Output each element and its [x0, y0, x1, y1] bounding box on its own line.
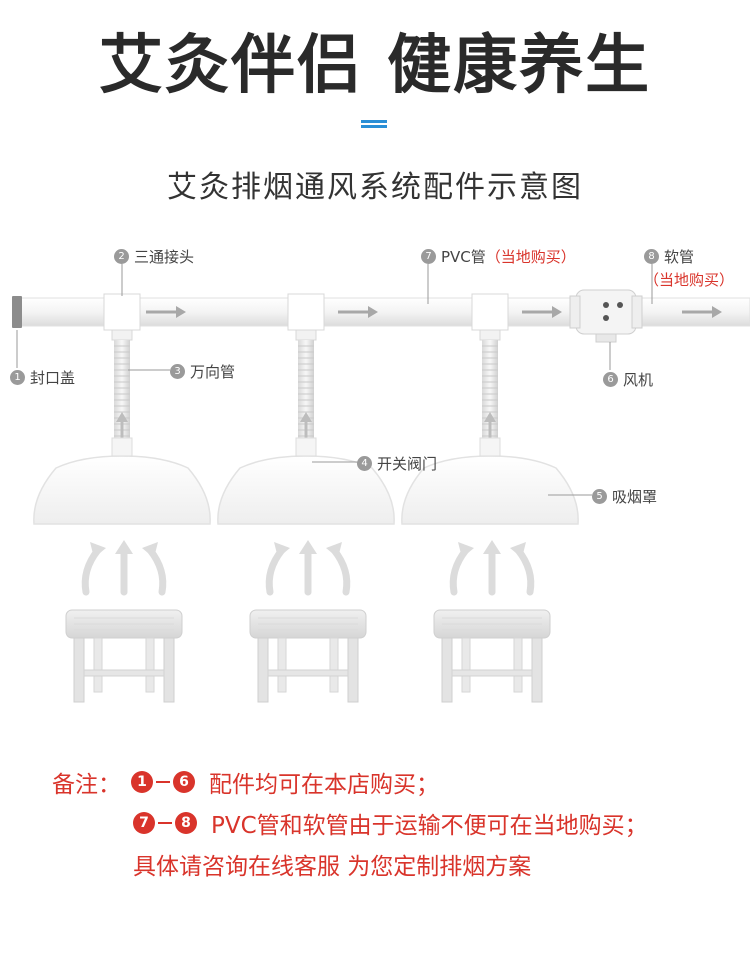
label-fan: 6 风机: [603, 369, 653, 390]
note-line-2: 7 8 PVC管和软管由于运输不便可在当地购买；: [133, 806, 648, 840]
note-prefix: 备注：: [52, 772, 121, 798]
tee-joint: [287, 293, 325, 341]
note-line-1: 备注： 1 6 配件均可在本店购买；: [52, 765, 439, 799]
smoke-hood: [33, 437, 211, 525]
diagram-title: 艾灸排烟通风系统配件示意图: [167, 170, 583, 205]
label-flex-hose: 3 万向管: [170, 361, 235, 382]
label-text: 封口盖: [30, 369, 76, 387]
number-badge: 7: [421, 249, 436, 264]
label-text: 软管: [664, 248, 695, 266]
label-pvc-pipe: 7 PVC管 （当地购买）: [421, 246, 576, 267]
label-text: 开关阀门: [377, 455, 438, 473]
label-text: 吸烟罩: [612, 488, 658, 506]
label-text: 风机: [623, 371, 654, 389]
number-badge: 6: [603, 372, 618, 387]
end-cap: [12, 296, 22, 328]
number-badge: 3: [170, 364, 185, 379]
stool: [66, 540, 182, 702]
smoke-hood: [401, 437, 579, 525]
title-divider: [361, 120, 387, 128]
number-badge: 4: [357, 456, 372, 471]
label-smoke-hood: 5 吸烟罩: [592, 486, 657, 507]
note-line-3: 具体请咨询在线客服 为您定制排烟方案: [133, 854, 532, 880]
note-number-badge: 8: [175, 812, 197, 834]
label-text: 万向管: [190, 363, 236, 381]
main-title: 艾灸伴侣 健康养生: [98, 29, 652, 103]
label-end-cap: 1 封口盖: [10, 367, 75, 388]
label-note: （当地购买）: [485, 248, 576, 266]
tee-joint: [103, 293, 141, 341]
tee-joint: [471, 293, 509, 341]
label-valve: 4 开关阀门: [357, 453, 437, 474]
fan-unit: [569, 289, 643, 343]
note-number-badge: 7: [133, 812, 155, 834]
number-badge: 1: [10, 370, 25, 385]
note-text: 配件均可在本店购买；: [209, 772, 439, 798]
label-soft-hose-note: （当地购买）: [644, 271, 735, 289]
note-number-badge: 6: [173, 771, 195, 793]
label-tee-joint: 2 三通接头: [114, 246, 194, 267]
smoke-hood: [217, 437, 395, 525]
label-text: 三通接头: [134, 248, 195, 266]
label-text: PVC管: [441, 248, 486, 266]
note-dash: [158, 822, 172, 824]
stool: [434, 540, 550, 702]
note-number-badge: 1: [131, 771, 153, 793]
number-badge: 8: [644, 249, 659, 264]
label-soft-hose: 8 软管: [644, 246, 694, 267]
stool: [250, 540, 366, 702]
number-badge: 2: [114, 249, 129, 264]
note-dash: [156, 781, 170, 783]
note-text: PVC管和软管由于运输不便可在当地购买；: [211, 813, 648, 839]
number-badge: 5: [592, 489, 607, 504]
